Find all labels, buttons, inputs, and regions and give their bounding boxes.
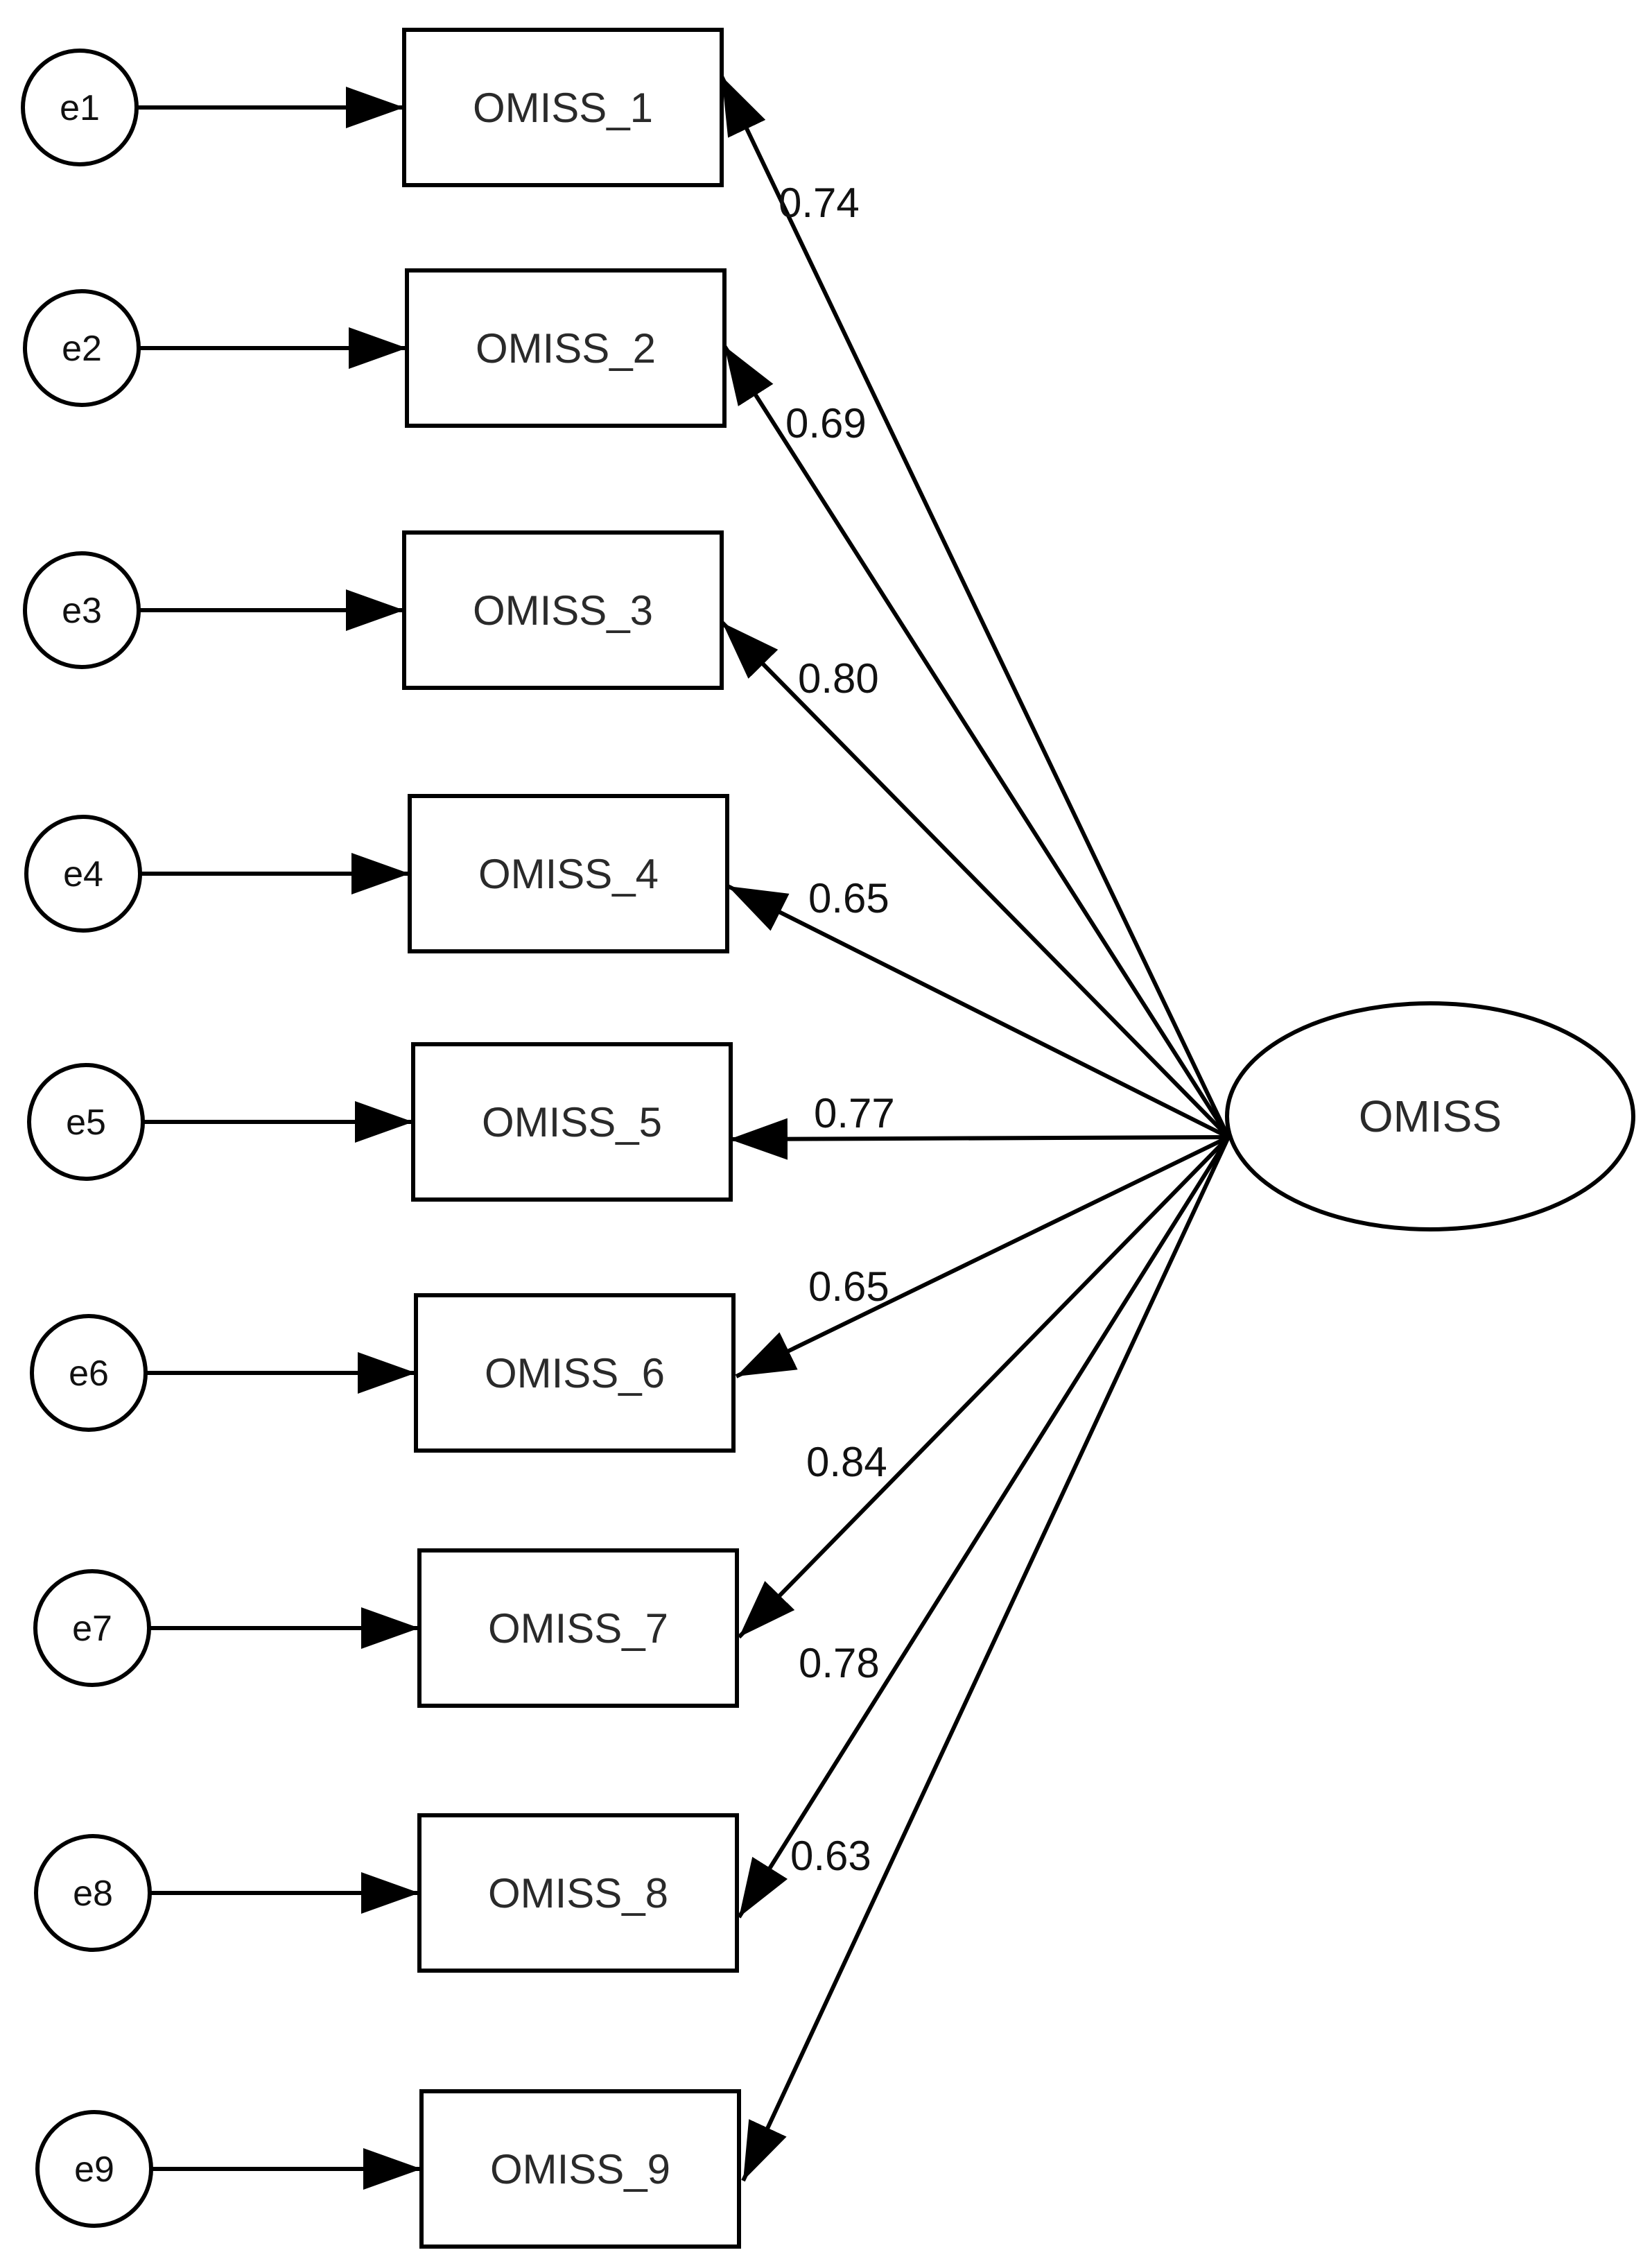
latent-omiss-ellipse <box>1225 1001 1635 1231</box>
indicator-label-3: OMISS_3 <box>473 587 653 634</box>
error-label-6: e6 <box>69 1353 109 1394</box>
indicator-label-1: OMISS_1 <box>473 85 653 131</box>
loading-arrow-9 <box>741 1136 1231 2182</box>
indicator-box-6 <box>414 1293 736 1453</box>
error-circle-5 <box>27 1063 145 1181</box>
indicator-box-7 <box>417 1548 739 1708</box>
indicator-label-2: OMISS_2 <box>476 325 656 372</box>
indicator-box-4 <box>408 794 729 953</box>
loading-arrow-1 <box>720 75 1231 1139</box>
indicator-box-2 <box>405 268 727 428</box>
indicator-label-8: OMISS_8 <box>488 1870 668 1917</box>
indicator-box-1 <box>402 28 724 187</box>
indicator-label-7: OMISS_7 <box>488 1605 668 1652</box>
indicator-label-4: OMISS_4 <box>478 851 659 897</box>
error-circle-9 <box>35 2110 153 2228</box>
indicator-box-3 <box>402 530 724 690</box>
loading-arrow-2 <box>722 345 1231 1139</box>
error-circle-7 <box>33 1569 151 1687</box>
error-label-4: e4 <box>63 854 103 894</box>
loading-label-6: 0.65 <box>808 1263 889 1310</box>
error-circle-6 <box>30 1314 148 1432</box>
indicator-box-5 <box>411 1042 733 1202</box>
error-label-8: e8 <box>73 1874 113 1914</box>
error-circle-2 <box>23 289 141 407</box>
loading-arrow-8 <box>737 1136 1231 1919</box>
latent-label: OMISS <box>1359 1091 1502 1141</box>
loading-arrow-5 <box>729 1118 1229 1160</box>
error-circle-1 <box>21 49 139 166</box>
loading-label-3: 0.80 <box>798 655 879 702</box>
error-circle-4 <box>24 815 142 933</box>
loading-arrow-4 <box>727 884 1230 1139</box>
error-label-2: e2 <box>62 329 102 369</box>
indicator-label-9: OMISS_9 <box>490 2146 670 2193</box>
loading-arrow-7 <box>737 1135 1231 1639</box>
error-circle-8 <box>34 1834 152 1952</box>
loading-arrow-3 <box>720 621 1231 1139</box>
error-label-1: e1 <box>60 88 100 128</box>
loading-label-8: 0.78 <box>799 1640 880 1686</box>
loading-label-7: 0.84 <box>806 1439 887 1485</box>
loading-label-4: 0.65 <box>808 875 889 922</box>
error-label-5: e5 <box>66 1102 106 1143</box>
error-label-7: e7 <box>72 1609 112 1649</box>
error-circle-3 <box>23 551 141 669</box>
error-label-9: e9 <box>74 2150 114 2190</box>
error-label-3: e3 <box>62 591 102 631</box>
indicator-box-8 <box>417 1813 739 1973</box>
loading-label-5: 0.77 <box>814 1090 895 1136</box>
indicator-box-9 <box>419 2089 741 2249</box>
loading-label-2: 0.69 <box>785 400 867 447</box>
loading-arrow-6 <box>735 1135 1230 1378</box>
loading-label-9: 0.63 <box>790 1833 871 1879</box>
indicator-label-6: OMISS_6 <box>485 1350 665 1396</box>
indicator-label-5: OMISS_5 <box>482 1099 662 1145</box>
loading-label-1: 0.74 <box>779 180 860 226</box>
